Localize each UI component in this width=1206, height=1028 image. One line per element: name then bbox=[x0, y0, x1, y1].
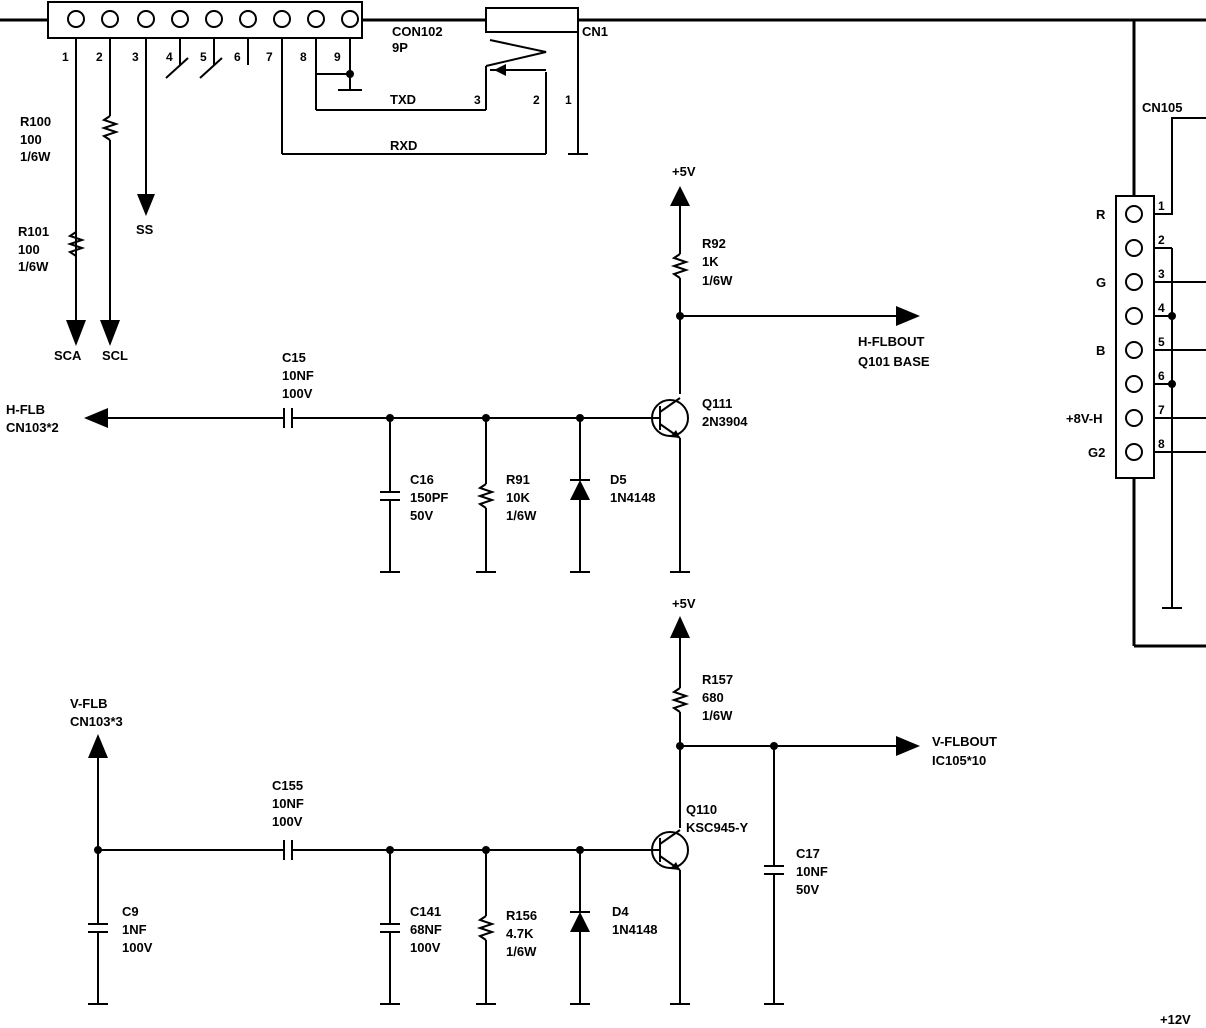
vflbout-dest: IC105*10 bbox=[932, 753, 986, 768]
q110-ref: Q110 bbox=[686, 802, 717, 817]
c155-value: 10NF bbox=[272, 796, 304, 811]
r91-ref: R91 bbox=[506, 472, 530, 487]
c9-value: 1NF bbox=[122, 922, 147, 937]
cn105-pin-2: 2 bbox=[1158, 233, 1165, 247]
cn105-pin-1: 1 bbox=[1158, 199, 1165, 213]
d4-ref: D4 bbox=[612, 904, 629, 919]
c17-rating: 50V bbox=[796, 882, 819, 897]
r101-ref: R101 bbox=[18, 224, 49, 239]
cn105-connector: CN105 1 2 3 4 5 6 7 8 R G B +8V-H G2 bbox=[1066, 20, 1206, 648]
r100-ref: R100 bbox=[20, 114, 51, 129]
q111-ref: Q111 bbox=[702, 396, 732, 411]
vflb-name: V-FLB bbox=[70, 696, 108, 711]
cn105-label-r: R bbox=[1096, 207, 1106, 222]
con102-pin-3: 3 bbox=[132, 50, 139, 64]
r92-rating: 1/6W bbox=[702, 273, 733, 288]
hflbout-name: H-FLBOUT bbox=[858, 334, 924, 349]
vflb-src: CN103*3 bbox=[70, 714, 123, 729]
c141-value: 68NF bbox=[410, 922, 442, 937]
c15-rating: 100V bbox=[282, 386, 313, 401]
rxd-label: RXD bbox=[390, 138, 417, 153]
c9-ref: C9 bbox=[122, 904, 139, 919]
r157-rating: 1/6W bbox=[702, 708, 733, 723]
cn1-pin-3: 3 bbox=[474, 93, 481, 107]
r92-ref: R92 bbox=[702, 236, 726, 251]
cn105-ref: CN105 bbox=[1142, 100, 1182, 115]
c16-rating: 50V bbox=[410, 508, 433, 523]
cn1-ref: CN1 bbox=[582, 24, 608, 39]
q110-value: KSC945-Y bbox=[686, 820, 748, 835]
r101-rating: 1/6W bbox=[18, 259, 49, 274]
r101-value: 100 bbox=[18, 242, 40, 257]
con102-pin-1: 1 bbox=[62, 50, 69, 64]
con102-pin-9: 9 bbox=[334, 50, 341, 64]
cn1-connector: CN1 3 2 1 bbox=[474, 7, 608, 155]
vflbout-name: V-FLBOUT bbox=[932, 734, 997, 749]
con102-pin-5: 5 bbox=[200, 50, 207, 64]
c15-value: 10NF bbox=[282, 368, 314, 383]
c155-ref: C155 bbox=[272, 778, 303, 793]
ss-label: SS bbox=[136, 222, 154, 237]
scl-label: SCL bbox=[102, 348, 128, 363]
r156-value: 4.7K bbox=[506, 926, 534, 941]
cn105-label-g2: G2 bbox=[1088, 445, 1105, 460]
cn105-pin-3: 3 bbox=[1158, 267, 1165, 281]
con102-type: 9P bbox=[392, 40, 408, 55]
con102-connector: 1 2 3 4 5 6 7 8 9 CON102 9P bbox=[47, 1, 443, 65]
con102-pin-7: 7 bbox=[266, 50, 273, 64]
hflb-src: CN103*2 bbox=[6, 420, 59, 435]
d4-value: 1N4148 bbox=[612, 922, 658, 937]
cn1-pin-1: 1 bbox=[565, 93, 572, 107]
cn105-pin-4: 4 bbox=[1158, 301, 1165, 315]
q111-value: 2N3904 bbox=[702, 414, 748, 429]
c16-ref: C16 bbox=[410, 472, 434, 487]
vflb-circuit: +5V R157 680 1/6W V-FLBOUT IC105*10 C17 … bbox=[70, 596, 997, 1005]
r156-ref: R156 bbox=[506, 908, 537, 923]
c141-rating: 100V bbox=[410, 940, 441, 955]
c17-ref: C17 bbox=[796, 846, 820, 861]
c155-rating: 100V bbox=[272, 814, 303, 829]
c9-rating: 100V bbox=[122, 940, 153, 955]
txd-label: TXD bbox=[390, 92, 416, 107]
c141-ref: C141 bbox=[410, 904, 441, 919]
r91-value: 10K bbox=[506, 490, 530, 505]
txd-rxd-wiring: TXD RXD bbox=[281, 38, 547, 155]
plus5v-bottom-label: +5V bbox=[672, 596, 696, 611]
hflb-circuit: +5V R92 1K 1/6W H-FLBOUT Q101 BASE H-FLB… bbox=[6, 164, 930, 573]
d5-value: 1N4148 bbox=[610, 490, 656, 505]
cn105-pin-6: 6 bbox=[1158, 369, 1165, 383]
sca-label: SCA bbox=[54, 348, 82, 363]
c16-value: 150PF bbox=[410, 490, 448, 505]
con102-switches bbox=[165, 57, 223, 79]
cn105-pin-5: 5 bbox=[1158, 335, 1165, 349]
cn1-pin-2: 2 bbox=[533, 93, 540, 107]
r92-value: 1K bbox=[702, 254, 719, 269]
con102-pin-2: 2 bbox=[96, 50, 103, 64]
plus12v-label: +12V bbox=[1160, 1012, 1191, 1027]
plus5v-top-label: +5V bbox=[672, 164, 696, 179]
con102-pin-4: 4 bbox=[166, 50, 173, 64]
con102-pin-6: 6 bbox=[234, 50, 241, 64]
r157-value: 680 bbox=[702, 690, 724, 705]
cn105-pin-8: 8 bbox=[1158, 437, 1165, 451]
cn105-label-b: B bbox=[1096, 343, 1105, 358]
r91-rating: 1/6W bbox=[506, 508, 537, 523]
cn105-pin-7: 7 bbox=[1158, 403, 1165, 417]
hflbout-dest: Q101 BASE bbox=[858, 354, 930, 369]
d5-ref: D5 bbox=[610, 472, 627, 487]
r157-ref: R157 bbox=[702, 672, 733, 687]
c17-value: 10NF bbox=[796, 864, 828, 879]
r156-rating: 1/6W bbox=[506, 944, 537, 959]
cn105-label-g: G bbox=[1096, 275, 1106, 290]
cn105-label-8vh: +8V-H bbox=[1066, 411, 1103, 426]
r100-rating: 1/6W bbox=[20, 149, 51, 164]
r100-value: 100 bbox=[20, 132, 42, 147]
i2c-lines: R100 100 1/6W R101 100 1/6W SS SCA SCL bbox=[18, 65, 155, 363]
con102-pin-8: 8 bbox=[300, 50, 307, 64]
c15-ref: C15 bbox=[282, 350, 306, 365]
con102-ref: CON102 bbox=[392, 24, 443, 39]
hflb-name: H-FLB bbox=[6, 402, 45, 417]
